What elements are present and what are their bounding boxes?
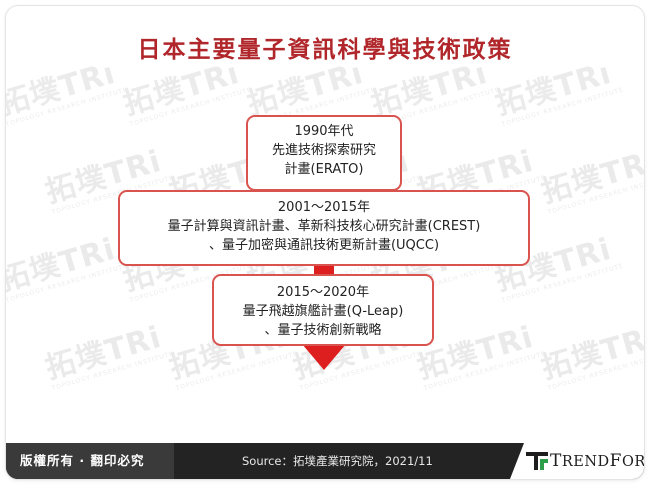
- trendforce-logo-icon: [526, 452, 548, 470]
- stage-detail: 量子飛越旗艦計畫(Q-Leap): [242, 304, 404, 319]
- stage-detail: 、量子加密與通訊技術更新計畫(UQCC): [208, 238, 440, 253]
- logo-initial: F: [609, 451, 622, 471]
- footer-bar: 版權所有 · 翻印必究 Source：拓墣產業研究院，2021/11 TREND…: [6, 443, 644, 479]
- stage-box-1990s: 1990年代 先進技術探索研究 計畫(ERATO): [246, 115, 402, 191]
- trendforce-logo: TRENDFORCE: [510, 443, 644, 479]
- logo-letters: ORCE: [621, 454, 644, 470]
- stage-detail: 量子計算與資訊計畫、革新科技核心研究計畫(CREST): [167, 219, 481, 234]
- stage-detail: 先進技術探索研究: [271, 143, 376, 158]
- stage-period: 2001～2015年: [277, 200, 371, 215]
- stage-box-2015-2020: 2015～2020年 量子飛越旗艦計畫(Q-Leap) 、量子技術創新戰略: [212, 274, 434, 346]
- logo-initial: T: [550, 451, 562, 471]
- logo-wordmark: TRENDFORCE: [550, 443, 644, 479]
- page-title: 日本主要量子資訊科學與技術政策: [137, 36, 513, 63]
- logo-letters: REND: [561, 454, 610, 470]
- copyright-notice: 版權所有 · 翻印必究: [20, 453, 145, 468]
- stage-detail: 、量子技術創新戰略: [264, 323, 382, 338]
- stage-box-2001-2015: 2001～2015年 量子計算與資訊計畫、革新科技核心研究計畫(CREST) 、…: [118, 190, 530, 266]
- stage-detail: 計畫(ERATO): [284, 162, 364, 177]
- footer-accent: [6, 443, 174, 479]
- stage-period: 1990年代: [294, 124, 354, 139]
- stage-period: 2015～2020年: [276, 285, 370, 300]
- source-citation: Source：拓墣產業研究院，2021/11: [242, 454, 433, 468]
- flow-arrow-head: [302, 344, 346, 370]
